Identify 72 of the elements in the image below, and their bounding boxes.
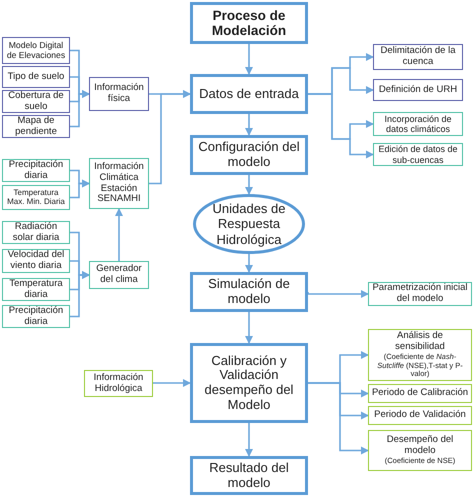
node-label: Periodo de Calibración [372,388,468,399]
input-box [89,77,149,111]
node-label: Simulación de modelo [207,277,291,307]
node-label: Incorporación de datos climáticos [383,114,453,134]
input-box [2,66,70,88]
connector-arrow [245,44,253,75]
process-box [190,135,308,175]
node-label: Temperatura diaria [8,278,64,300]
input-box [2,115,70,138]
input-box [373,143,463,166]
connector-arrow [149,90,191,184]
node-label: Velocidad del viento diaria [6,250,66,272]
node-label: Información Hidrológica [92,372,144,394]
node-label: Modelo Digital de Elevaciones [6,40,66,60]
connector-arrow [115,208,123,261]
process-ellipse [193,194,305,254]
node-label: Precipitación diaria [8,160,64,182]
node-label: Cobertura de suelo [7,90,65,112]
connector-arrow [152,379,191,387]
node-label: Precipitación diaria [8,306,64,328]
input-box [2,159,70,182]
process-box [190,343,308,423]
node-label: Proceso de Modelación [210,8,288,38]
node-label: Desempeño del modelo [386,435,454,456]
input-box [368,329,472,381]
input-box [2,90,70,113]
input-box [2,278,70,301]
connector-arrow [245,114,253,136]
input-box [2,185,70,210]
connector-arrow [245,175,253,195]
connector-arrow [70,271,90,318]
process-box [190,272,308,312]
input-box [2,305,70,328]
connector-arrow [70,90,90,128]
node-label: Información física [93,83,145,105]
node-label: Temperatura Max. Min. Diaria [6,188,66,206]
node-label: Delimitación de la cuenca [380,46,456,68]
process-box [190,74,308,114]
connector-arrow [245,254,253,273]
node-label: Edición de datos de sub-cuencas [377,144,459,165]
process-box [190,456,308,495]
node-label: Información Climática Estación SENAMHI [93,162,145,205]
node-label: Parametrización inicial del modelo [371,283,469,305]
input-box [2,249,70,273]
connector-arrow [308,93,374,158]
connector-arrow [70,180,90,198]
node-label: Mapa de pendiente [14,116,58,138]
input-box [368,384,472,403]
input-box [368,406,472,425]
input-box [2,221,70,244]
input-box [373,112,463,136]
node-label: Configuración del modelo [197,140,301,170]
node-label: Unidades de Respuesta Hidrológica [212,200,286,248]
input-box [89,261,149,289]
node-label: Radiación solar diaria [12,222,60,244]
input-box [84,370,153,397]
node-label: Generador del clima [95,264,143,286]
connector-arrow [245,423,253,457]
connector-arrow [308,382,369,454]
node-label: Resultado del modelo [208,460,290,490]
process-box [190,2,308,44]
connector-arrow [245,312,253,344]
input-box [373,44,463,70]
node-label: Tipo de suelo [8,72,64,82]
connector-arrow [307,290,369,298]
input-box [368,430,472,471]
node-label: Calibración y Validación desempeño del Modelo [204,354,294,412]
node-label: Análisis de sensibilidad [394,330,446,352]
input-box [373,79,463,101]
node-label: Periodo de Validación [374,410,466,421]
node-label: Datos de entrada [199,86,299,102]
node-label: Definición de URH [378,84,458,96]
